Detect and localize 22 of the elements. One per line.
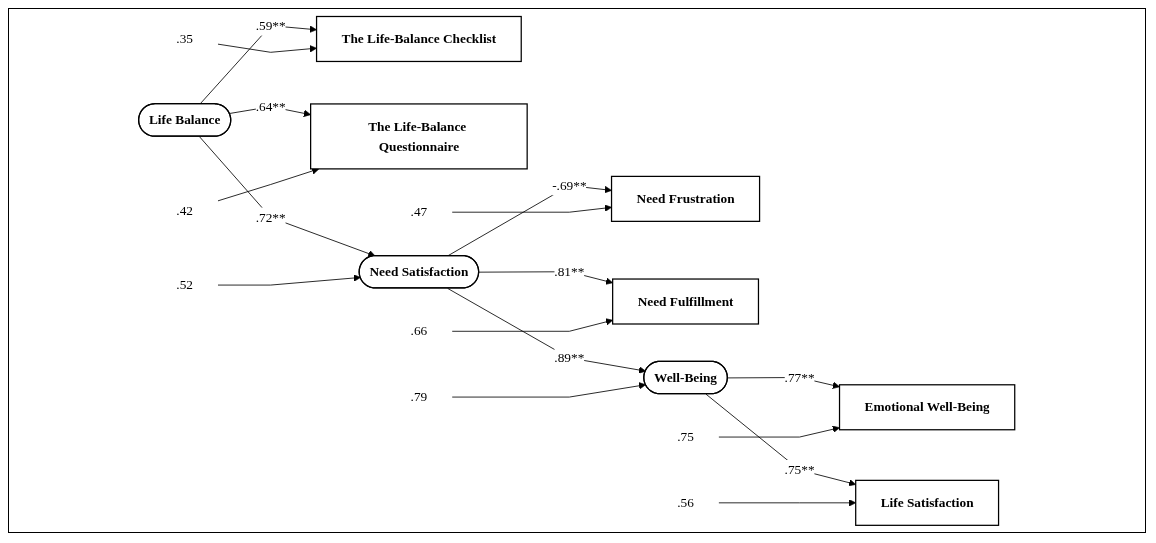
node-text: .66 xyxy=(410,323,428,338)
edge-label: .89** xyxy=(554,350,585,365)
node-text: .42 xyxy=(176,203,194,218)
node-box: Need Fulfillment xyxy=(612,278,760,325)
node-box: Life Satisfaction xyxy=(855,479,1000,526)
edge-label: .59** xyxy=(255,18,286,33)
node-box: The Life-Balance Questionnaire xyxy=(310,103,529,170)
node-text: .47 xyxy=(410,204,428,219)
node-box: Need Frustration xyxy=(611,175,761,222)
node-text: .35 xyxy=(176,31,194,46)
node-text: .79 xyxy=(410,389,428,404)
node-box: Emotional Well-Being xyxy=(839,384,1016,431)
node-text: .75 xyxy=(677,429,695,444)
edge-label: .81** xyxy=(554,264,585,279)
node-text: .52 xyxy=(176,277,194,292)
edge-label: .64** xyxy=(255,99,286,114)
edge-label: .77** xyxy=(784,370,815,385)
node-box: The Life-Balance Checklist xyxy=(316,15,523,63)
node-text: .56 xyxy=(677,495,695,510)
edge-label: .72** xyxy=(255,209,286,225)
edge-label: -.69** xyxy=(552,178,587,193)
edge-label: .75** xyxy=(784,462,815,477)
